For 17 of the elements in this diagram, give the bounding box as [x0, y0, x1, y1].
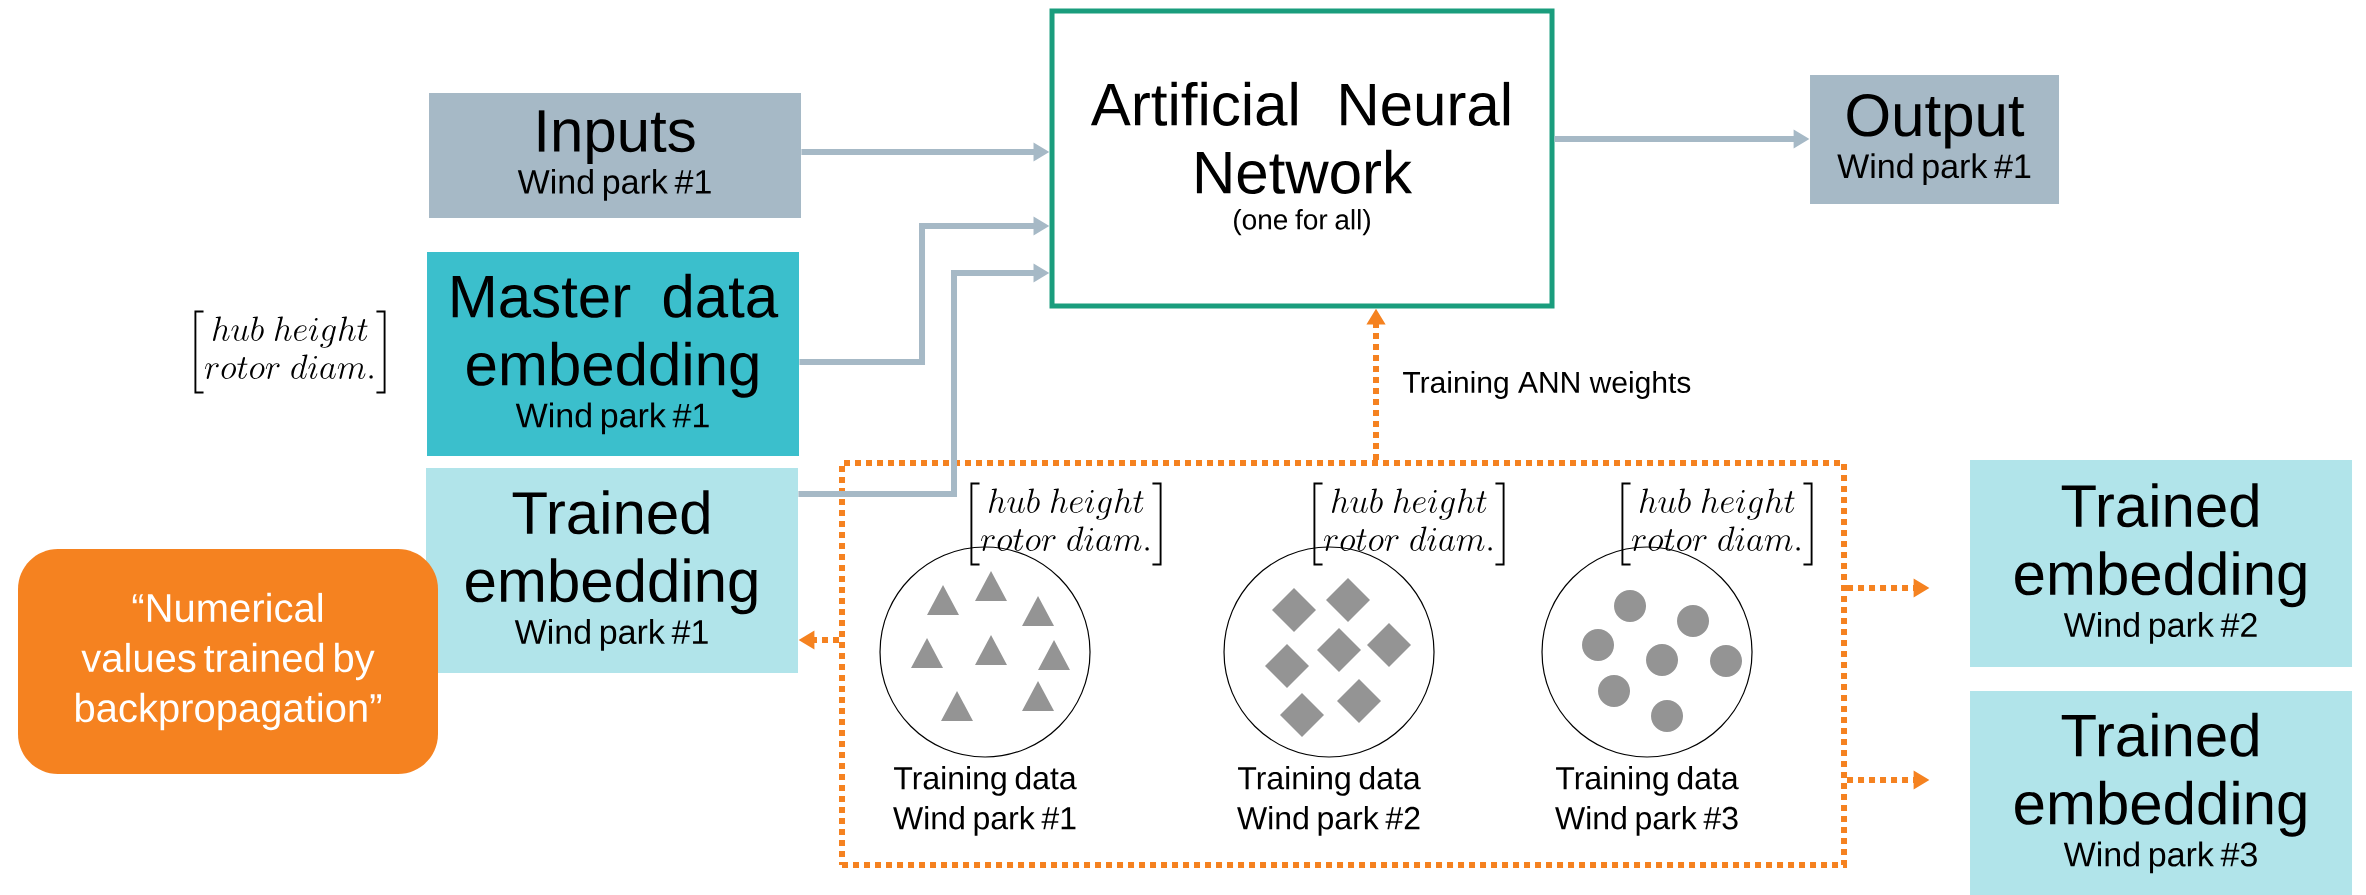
callout-box: “Numerical values trained by backpropagation” [18, 549, 438, 774]
dotted-frame [839, 460, 1847, 868]
network-box: Artificial Neural Network (one for all) [1049, 8, 1555, 309]
circle-caption: Training data Wind park #2 [1237, 766, 1421, 836]
matrix-label: $\begin{bmatrix}hub\ height\\rotor\ diam.\end{bmatrix}$ [1313, 482, 1505, 566]
embedding-box: Trained embedding Wind park #2 [1970, 460, 2352, 667]
matrix-label: $\begin{bmatrix}hub\ height\\rotor\ diam.\end{bmatrix}$ [1621, 482, 1813, 566]
matrix-label: $\begin{bmatrix}hub\ height\\rotor\ diam.\end{bmatrix}$ [970, 482, 1162, 566]
embedding-box: Master data embedding Wind park #1 [427, 252, 799, 456]
circle-caption: Training data Wind park #3 [1555, 766, 1739, 836]
embedding-box: Trained embedding Wind park #1 [426, 468, 798, 673]
embedding-box: Trained embedding Wind park #3 [1970, 691, 2352, 895]
matrix-label: $\begin{bmatrix}hub\ height\\rotor\ diam.\end{bmatrix}$ [194, 310, 386, 394]
circle-caption: Training data Wind park #1 [893, 766, 1077, 836]
input-box: Inputs Wind park #1 [429, 93, 801, 218]
edge-label: Training ANN weights [1398, 367, 1696, 403]
output-box: Output Wind park #1 [1810, 75, 2060, 204]
